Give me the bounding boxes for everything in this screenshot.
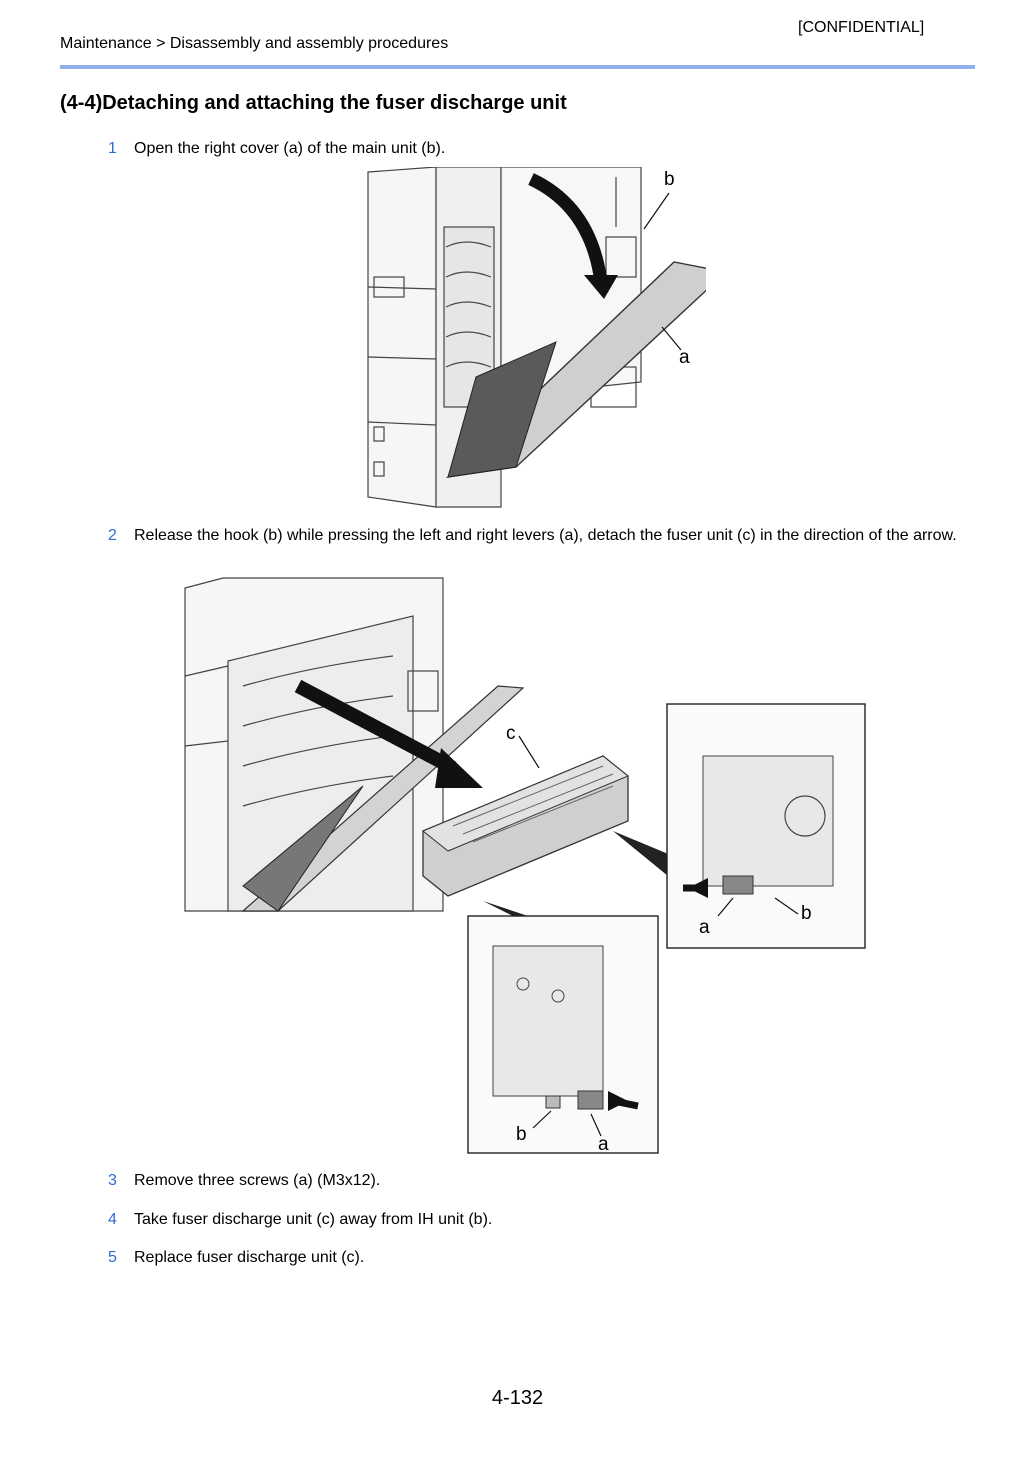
step-4: 4 Take fuser discharge unit (c) away fro… — [108, 1209, 978, 1231]
step-text: Take fuser discharge unit (c) away from … — [134, 1211, 493, 1228]
step-number: 4 — [108, 1211, 117, 1228]
step-number: 2 — [108, 527, 117, 544]
callout-a: a — [679, 347, 690, 368]
step-number: 3 — [108, 1172, 117, 1189]
step-text: Replace fuser discharge unit (c). — [134, 1249, 365, 1266]
step-number: 5 — [108, 1249, 117, 1266]
callout-a: a — [598, 1134, 609, 1155]
callout-b: b — [801, 903, 812, 924]
header-rule — [60, 65, 975, 69]
step-number: 1 — [108, 140, 117, 157]
callout-a: a — [699, 917, 710, 938]
printer-right-cover-illustration — [367, 167, 706, 508]
figure-open-right-cover — [366, 167, 706, 512]
step-5: 5 Replace fuser discharge unit (c). — [108, 1247, 978, 1269]
page-number: 4-132 — [491, 1387, 544, 1409]
breadcrumb: Maintenance > Disassembly and assembly p… — [60, 35, 449, 52]
confidential-label: [CONFIDENTIAL] — [798, 19, 925, 36]
callout-c: c — [506, 723, 516, 744]
step-text: Release the hook (b) while pressing the … — [134, 527, 957, 544]
step-1: 1 Open the right cover (a) of the main u… — [108, 138, 978, 160]
callout-b: b — [664, 169, 675, 190]
callout-b: b — [516, 1124, 527, 1145]
fuser-unit-removal-illustration — [184, 577, 866, 1154]
step-text: Remove three screws (a) (M3x12). — [134, 1172, 381, 1189]
step-3: 3 Remove three screws (a) (M3x12). — [108, 1170, 978, 1192]
step-text: Open the right cover (a) of the main uni… — [134, 140, 446, 157]
step-2: 2 Release the hook (b) while pressing th… — [108, 525, 978, 547]
figure-detach-fuser-unit — [183, 576, 873, 1156]
section-title: (4-4)Detaching and attaching the fuser d… — [60, 92, 567, 114]
